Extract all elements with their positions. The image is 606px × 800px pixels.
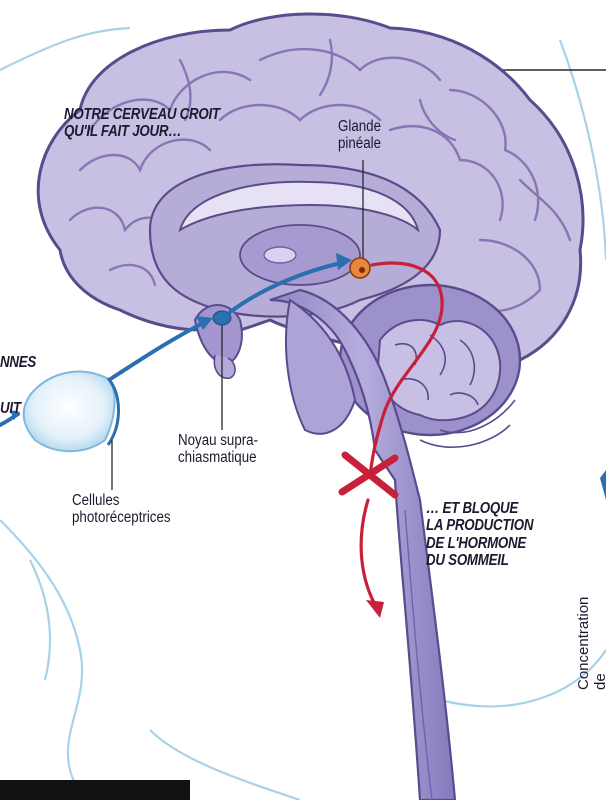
bottom-dark-bar — [0, 780, 190, 800]
eye — [24, 372, 119, 452]
left-cut-label-top: NNES — [0, 354, 36, 371]
melatonin-axis-label: Concentration de mélatonine — [576, 597, 606, 690]
block-caption: … ET BLOQUE LA PRODUCTION DE L'HORMONE D… — [426, 500, 533, 569]
photoreceptors-label: Cellules photoréceptrices — [72, 492, 171, 527]
ventricle — [264, 247, 296, 263]
left-cut-label-bottom: UIT — [0, 400, 21, 417]
block-cross-icon — [342, 455, 395, 495]
pineal-label: Glande pinéale — [338, 118, 381, 153]
suprachiasmatic-nucleus — [213, 311, 231, 325]
blue-right-arrow — [600, 470, 606, 500]
red-arrowhead — [366, 600, 384, 618]
scn-label: Noyau supra- chiasmatique — [178, 432, 258, 467]
brain-caption: NOTRE CERVEAU CROIT QU'IL FAIT JOUR… — [64, 106, 220, 141]
